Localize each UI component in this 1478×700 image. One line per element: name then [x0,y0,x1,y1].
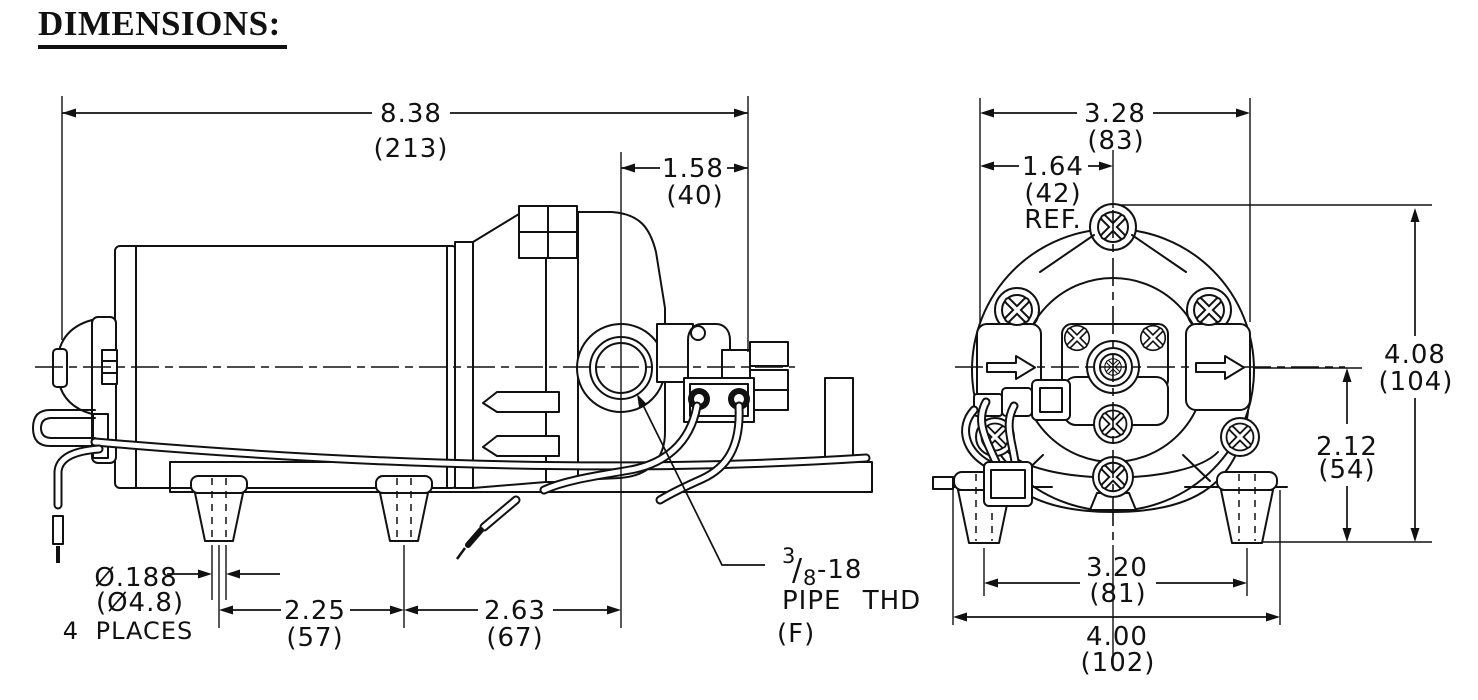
dim-text-inches: 2.63 [484,596,546,626]
phillips-screw-icon [1194,295,1224,325]
dim-text-inches: 4.00 [1086,622,1148,652]
rubber-foot [375,475,433,542]
phillips-screw-icon [1065,326,1090,351]
dim-text-mm: (67) [486,623,543,653]
dim-text-mm: (102) [1081,648,1156,678]
dim-text-inches: 3.28 [1084,99,1146,129]
switch-bracket [824,377,854,463]
dim-text-inches: 4.08 [1384,340,1446,370]
dim-text-inches: 1.58 [662,154,724,184]
dim-center-offset: 1.64 (42) REF. [980,150,1114,235]
leader-arrow [637,394,648,409]
dim-text-mm: (83) [1087,126,1144,156]
power-wires [32,401,871,563]
dim-width: 3.28 (83) [979,98,1251,322]
dim-overall-height: 4.08 (104) [1120,204,1454,543]
front-view: 3.28 (83) 1.64 (42) REF. 4.08 (104) [932,98,1454,678]
side-view: 8.38 (213) 1.58 (40) Ø.188 (Ø4.8) 4 PLAC… [32,96,921,653]
dim-overall-length: 8.38 (213) [61,96,749,352]
dim-text-inches: 8.38 [380,99,442,129]
phillips-screw-icon [1227,424,1254,451]
dim-foot-spacing: 3.20 (81) [983,548,1248,609]
thread-spec-line2: PIPE THD [782,586,921,616]
dim-text-mm: (54) [1318,455,1375,485]
dim-base-width: 4.00 (102) [952,487,1281,678]
dim-text-inches: 2.12 [1316,432,1378,462]
dim-text-mm: (57) [286,623,343,653]
dim-text-mm: (104) [1379,367,1454,397]
flow-arrow-icon [1195,355,1245,380]
dim-text-inches: 3.20 [1086,553,1148,583]
dim-text-note: 4 PLACES [63,617,193,645]
dim-text-note: REF. [1024,205,1082,235]
page-title: DIMENSIONS: [38,4,287,50]
dim-text-mm: (81) [1089,579,1146,609]
dim-foot-to-port: 2.63 (67) [404,596,621,653]
dim-text-mm: (Ø4.8) [96,588,184,618]
outlet-fitting [749,341,789,367]
phillips-screw-icon [1002,295,1032,325]
dim-foot-spacing: 2.25 (57) [218,545,405,653]
dim-text-mm: (213) [374,134,449,164]
port-thread-callout: 3 / 8 -18 PIPE THD (F) [637,394,921,649]
dim-text-mm: (42) [1024,179,1081,209]
phillips-screw-icon [1141,326,1166,351]
rubber-foot [190,475,248,542]
rubber-foot [1216,471,1278,544]
dim-mounting-hole: Ø.188 (Ø4.8) 4 PLACES [63,545,280,645]
flow-arrow-icon [986,355,1036,380]
valve-clip [482,435,560,457]
motor-shaft-tip [52,348,68,388]
dim-text-mm: (40) [666,181,723,211]
dim-text-inches: 2.25 [284,596,346,626]
valve-clip [482,391,560,413]
dim-base-to-center-height: 2.12 (54) [1253,367,1378,542]
leader-line [639,398,765,566]
side-view-body [32,205,873,563]
thread-spec-line3: (F) [777,619,815,649]
dim-port-offset: 1.58 (40) [620,152,748,628]
dim-text-inches: Ø.188 [94,563,177,593]
wire-connector [961,379,1071,507]
thread-spec: 3 / 8 -18 [782,540,862,592]
dim-text-inches: 1.64 [1022,152,1084,182]
